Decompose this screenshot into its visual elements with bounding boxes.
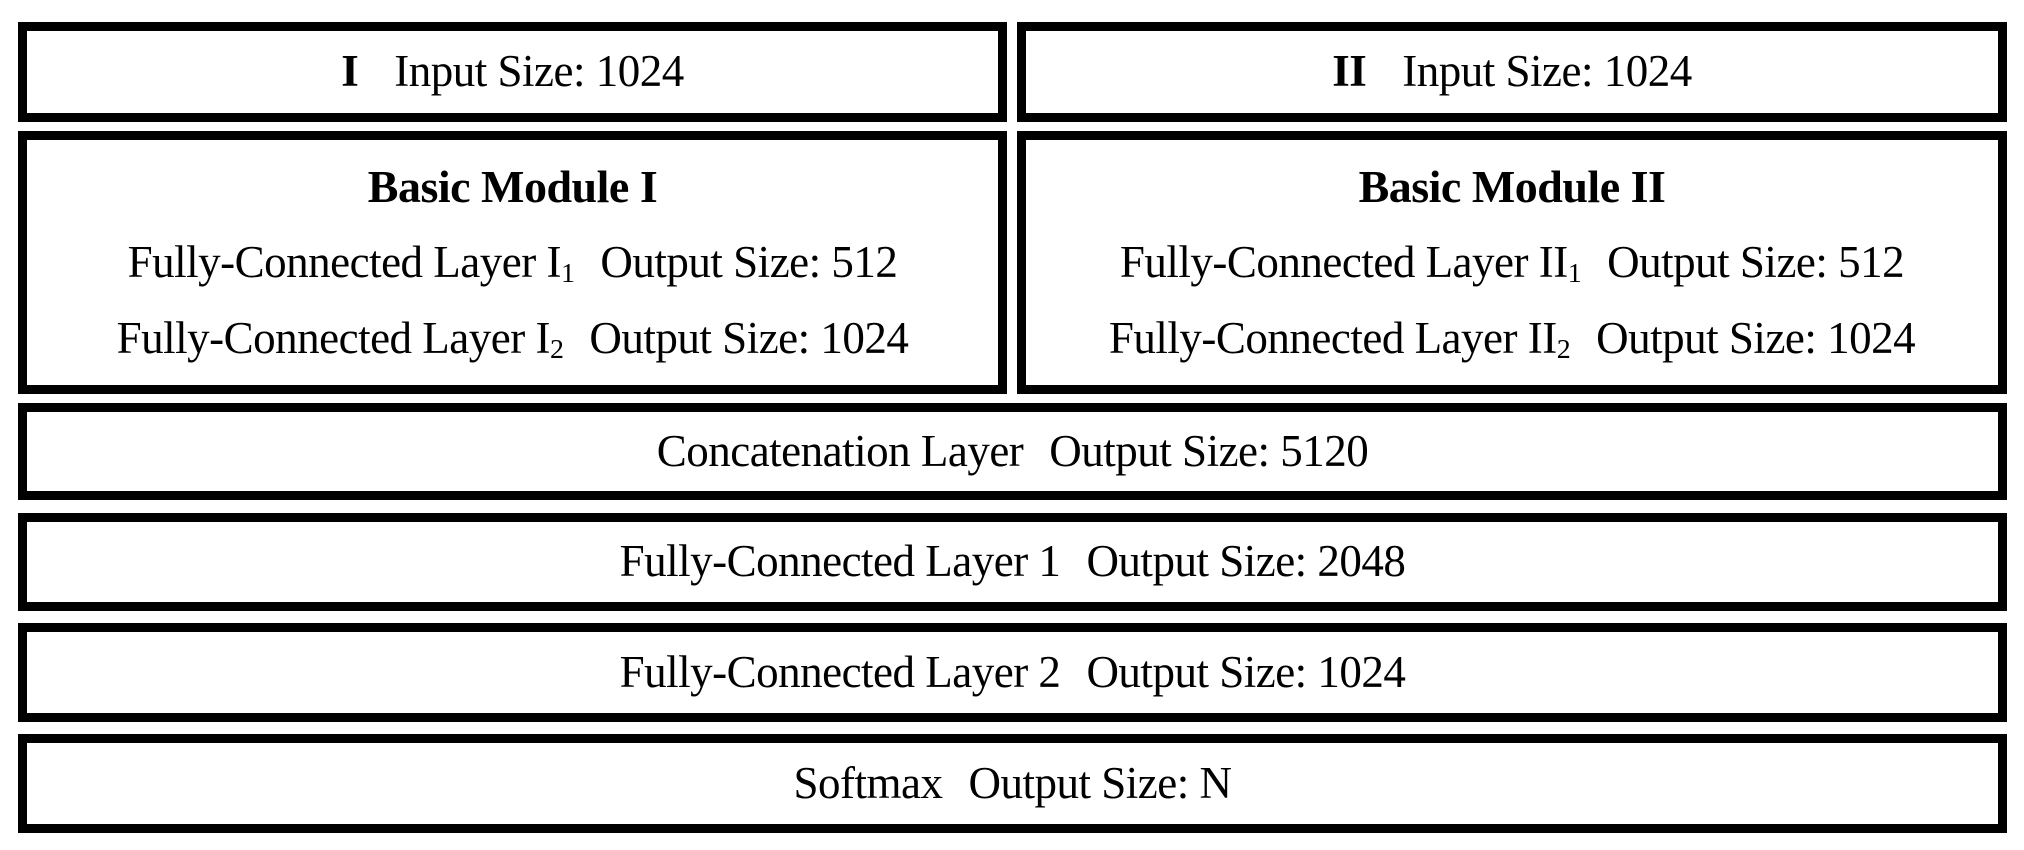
layer-output-size: Output Size: 512 bbox=[1607, 237, 1905, 288]
softmax-layer-label: Softmax Output Size: N bbox=[793, 757, 1232, 809]
input-box-2: II Input Size: 1024 bbox=[1017, 22, 2007, 122]
layer-name: Fully-Connected Layer 2 bbox=[619, 646, 1061, 697]
layer-output-size: Output Size: 512 bbox=[600, 237, 898, 288]
softmax-layer-box: Softmax Output Size: N bbox=[18, 734, 2007, 833]
layer-name: Fully-Connected Layer II bbox=[1119, 237, 1568, 288]
basic-module-1-title: Basic Module I bbox=[367, 160, 658, 212]
layer-subscript: 1 bbox=[1567, 258, 1582, 290]
layer-output-size: Output Size: N bbox=[968, 757, 1232, 808]
fully-connected-layer-1-box: Fully-Connected Layer 1 Output Size: 2048 bbox=[18, 513, 2007, 611]
layer-name: Fully-Connected Layer II bbox=[1108, 312, 1557, 363]
layer-name: Softmax bbox=[793, 757, 944, 808]
module-1-layer-1: Fully-Connected Layer I1 Output Size: 512 bbox=[128, 238, 898, 288]
module-1-layer-2: Fully-Connected Layer I2 Output Size: 102… bbox=[116, 312, 909, 365]
input-1-label: I Input Size: 1024 bbox=[341, 46, 684, 97]
input-box-1: I Input Size: 1024 bbox=[18, 22, 1007, 122]
input-2-numeral: II bbox=[1332, 46, 1367, 97]
layer-name: Fully-Connected Layer I bbox=[116, 312, 551, 363]
fully-connected-layer-2-label: Fully-Connected Layer 2 Output Size: 1024 bbox=[619, 646, 1406, 698]
basic-module-2-title: Basic Module II bbox=[1358, 160, 1666, 212]
layer-name: Fully-Connected Layer I bbox=[127, 237, 562, 288]
module-2-layer-2: Fully-Connected Layer II2 Output Size: 10… bbox=[1108, 312, 1916, 365]
input-2-text: Input Size: 1024 bbox=[1402, 46, 1692, 97]
layer-name: Concatenation Layer bbox=[656, 425, 1024, 476]
layer-subscript: 1 bbox=[560, 258, 575, 290]
basic-module-2-box: Basic Module II Fully-Connected Layer II… bbox=[1017, 131, 2007, 394]
fully-connected-layer-1-label: Fully-Connected Layer 1 Output Size: 2048 bbox=[620, 537, 1406, 587]
concatenation-layer-label: Concatenation Layer Output Size: 5120 bbox=[656, 425, 1369, 477]
layer-output-size: Output Size: 1024 bbox=[589, 312, 909, 363]
fully-connected-layer-2-box: Fully-Connected Layer 2 Output Size: 1024 bbox=[18, 623, 2007, 722]
layer-name: Fully-Connected Layer 1 bbox=[619, 536, 1061, 587]
concatenation-layer-box: Concatenation Layer Output Size: 5120 bbox=[18, 403, 2007, 500]
module-2-layer-1: Fully-Connected Layer II1 Output Size: 51… bbox=[1119, 237, 1905, 290]
layer-output-size: Output Size: 2048 bbox=[1086, 536, 1406, 587]
input-1-text: Input Size: 1024 bbox=[394, 46, 684, 97]
layer-output-size: Output Size: 1024 bbox=[1086, 646, 1406, 697]
layer-subscript: 2 bbox=[549, 333, 564, 365]
layer-subscript: 2 bbox=[1556, 333, 1571, 365]
layer-output-size: Output Size: 5120 bbox=[1049, 425, 1369, 476]
input-2-label: II Input Size: 1024 bbox=[1332, 47, 1692, 97]
layer-output-size: Output Size: 1024 bbox=[1596, 312, 1916, 363]
input-1-numeral: I bbox=[341, 46, 359, 97]
